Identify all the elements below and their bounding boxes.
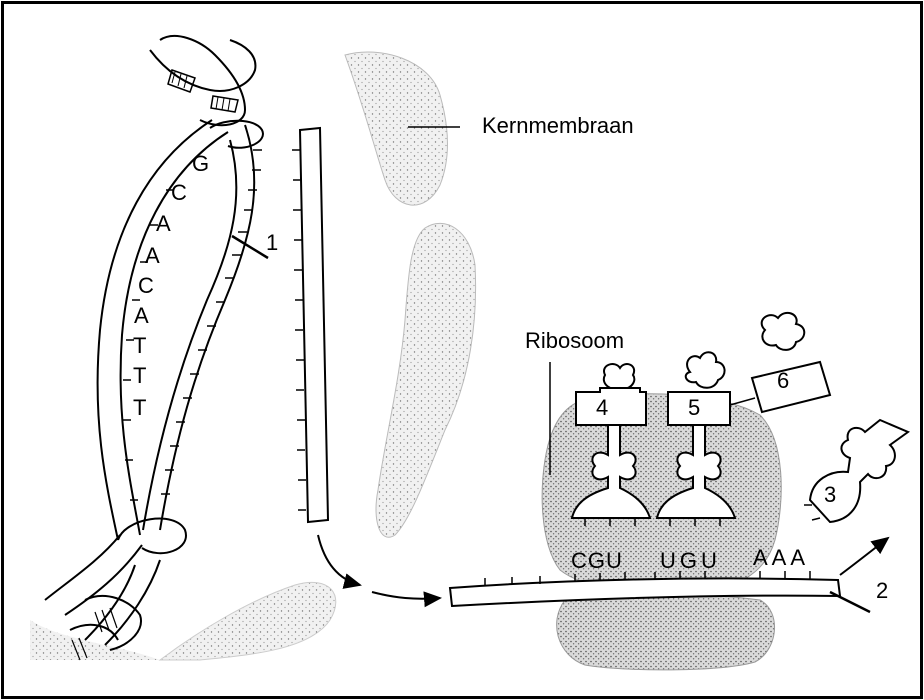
label-1: 1: [266, 232, 278, 254]
dna-base: T: [133, 397, 146, 419]
codon-label: UGU: [660, 550, 721, 572]
label-2: 2: [876, 580, 888, 602]
dna-base: T: [133, 335, 146, 357]
label-ribosoom: Ribosoom: [525, 330, 624, 352]
dna-base: G: [192, 153, 209, 175]
ribosome-small-subunit: [557, 594, 775, 670]
codon-label: CGU: [571, 550, 623, 572]
label-3: 3: [824, 484, 836, 506]
label-5: 5: [688, 397, 700, 419]
dna-base: T: [133, 365, 146, 387]
dna-base: A: [134, 305, 149, 327]
label-4: 4: [596, 397, 608, 419]
dna-base: C: [138, 275, 154, 297]
codon-label: AAA: [753, 547, 809, 569]
dna-base: A: [145, 245, 160, 267]
dna-base: A: [156, 213, 171, 235]
dna-base: C: [171, 182, 187, 204]
label-6: 6: [777, 370, 789, 392]
label-kernmembraan: Kernmembraan: [482, 115, 634, 137]
